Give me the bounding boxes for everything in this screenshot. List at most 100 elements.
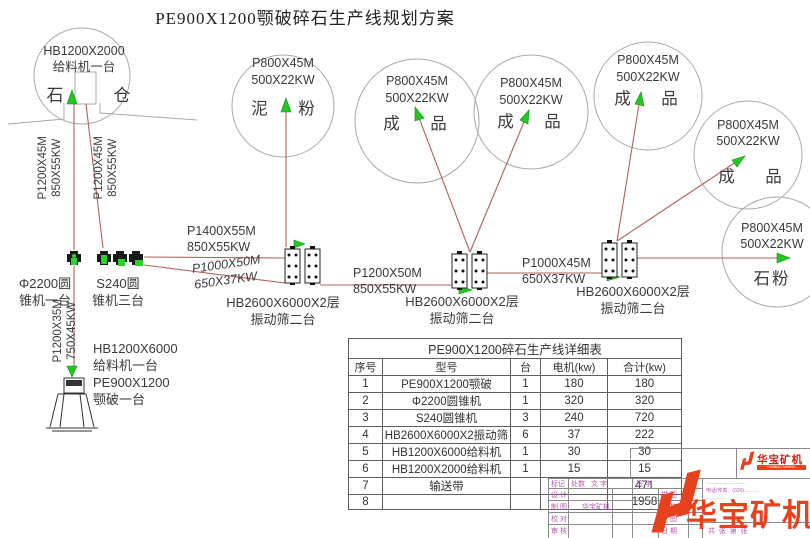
cell: 30 bbox=[606, 443, 683, 461]
circle1-product: 成 品 bbox=[383, 115, 447, 133]
vibrating-screen-symbol-2 bbox=[451, 251, 488, 290]
cone2-label: S240圆锥机三台 bbox=[91, 276, 145, 308]
titleblock-line bbox=[548, 512, 702, 513]
company-logo-name-small: 华宝矿机 bbox=[757, 454, 803, 466]
titleblock-line bbox=[612, 488, 613, 538]
cell: 30 bbox=[540, 443, 608, 461]
titleblock-sign-label: 签 字 bbox=[636, 481, 652, 488]
cell: HB1200X6000给料机 bbox=[382, 443, 511, 461]
cone-crusher-symbol bbox=[129, 251, 143, 266]
cell: HB2600X6000X2振动筛 bbox=[382, 426, 511, 444]
product-circle-1 bbox=[354, 58, 480, 184]
flow-lines bbox=[73, 91, 786, 367]
cell: 7 bbox=[348, 477, 383, 495]
cell: Φ2200圆锥机 bbox=[382, 392, 511, 410]
titleblock-line bbox=[630, 448, 631, 478]
arrow-into-product3-icon bbox=[634, 91, 645, 107]
cell: 1 bbox=[510, 392, 541, 410]
titleblock-line bbox=[568, 478, 569, 538]
titleblock-line bbox=[548, 500, 702, 501]
circle5-spec1: P800X45M bbox=[741, 221, 803, 235]
titleblock-design-label: 设 计 bbox=[551, 492, 567, 499]
titleblock-sheet-text: 共 张 第 张 bbox=[708, 528, 748, 535]
belt-label-bin-right: P1200X45M 850X55KW bbox=[93, 131, 121, 205]
circle-mud-product: 泥 粉 bbox=[251, 100, 315, 118]
titleblock-line bbox=[548, 488, 702, 489]
cell: PE900X1200颚破 bbox=[382, 375, 511, 393]
cell: 1 bbox=[348, 375, 383, 393]
cell: 6 bbox=[510, 426, 541, 444]
product-circle-stonepowder bbox=[721, 196, 810, 308]
arrow-into-product4-icon bbox=[731, 155, 746, 168]
bin-char-right: 仓 bbox=[113, 86, 131, 105]
titleblock-text-label: 文 字 bbox=[591, 481, 607, 488]
jaw-crusher-symbol bbox=[46, 377, 98, 432]
bin-feeder-label: 给料机一台 bbox=[52, 60, 116, 74]
cone-crusher-symbol bbox=[97, 251, 111, 265]
titleblock-line bbox=[702, 522, 810, 523]
arrow-into-product1-icon bbox=[414, 106, 425, 122]
titleblock-company: 华宝矿机 bbox=[582, 504, 610, 511]
titleblock-mark-label: 标记 bbox=[551, 481, 565, 488]
circle3-spec1: P800X45M bbox=[617, 53, 679, 67]
titleblock-line bbox=[702, 478, 703, 538]
col-header: 序号 bbox=[348, 358, 383, 376]
cell: 15 bbox=[540, 460, 608, 478]
titleblock-line bbox=[632, 478, 633, 538]
circle5-spec2: 500X22KW bbox=[740, 237, 804, 251]
titleblock-proof-label: 校 对 bbox=[551, 516, 567, 523]
circle4-product: 成 品 bbox=[718, 168, 782, 186]
belt-power: 850X55KW bbox=[51, 138, 63, 197]
circle2-spec1: P800X45M bbox=[500, 76, 562, 90]
cell: 240 bbox=[540, 409, 608, 427]
vibrating-screen-symbol-3 bbox=[601, 240, 638, 279]
cell: 180 bbox=[540, 375, 608, 393]
cell: 1 bbox=[510, 443, 541, 461]
product-circle-2 bbox=[473, 54, 589, 170]
cell: 2 bbox=[348, 392, 383, 410]
col-header: 型号 bbox=[382, 358, 511, 376]
cell: 1 bbox=[510, 460, 541, 478]
cell: 3 bbox=[348, 409, 383, 427]
col-header: 合计(kw) bbox=[606, 358, 683, 376]
cone-crusher-symbols bbox=[67, 251, 143, 266]
cell bbox=[382, 494, 511, 510]
col-header: 台 bbox=[510, 358, 541, 376]
circle4-spec2: 500X22KW bbox=[716, 134, 780, 148]
titleblock-draft-label: 制 图 bbox=[551, 504, 567, 511]
product-circle-mud bbox=[231, 54, 335, 158]
bin-ground-left bbox=[7, 103, 65, 125]
cell bbox=[510, 494, 541, 510]
circle-mud-spec2: 500X22KW bbox=[251, 73, 315, 87]
cell: 6 bbox=[348, 460, 383, 478]
titleblock-audit-label: 审 核 bbox=[551, 528, 567, 535]
bin-model-label: HB1200X2000 bbox=[43, 44, 125, 58]
cell: 320 bbox=[540, 392, 608, 410]
titleblock-line bbox=[548, 478, 549, 538]
cell: 320 bbox=[606, 392, 683, 410]
circle-mud-spec1: P800X45M bbox=[252, 56, 314, 70]
cell: 1 bbox=[510, 375, 541, 393]
drawing-title: PE900X1200颚破碎石生产线规划方案 bbox=[155, 9, 455, 28]
titleblock-line bbox=[736, 448, 737, 478]
titleblock-contact-line: …………………… bbox=[706, 480, 746, 486]
cell: 222 bbox=[606, 426, 683, 444]
cell: 5 bbox=[348, 443, 383, 461]
belt-spec: P1200X45M bbox=[37, 136, 50, 200]
arrow-into-jaw-icon bbox=[66, 365, 78, 378]
arrow-screen1-icon bbox=[293, 239, 306, 249]
circle1-spec2: 500X22KW bbox=[385, 91, 449, 105]
vibrating-screen-symbols bbox=[284, 240, 638, 290]
titleblock-date-label: 日 期 bbox=[661, 528, 677, 535]
stone-bin-circle bbox=[33, 27, 131, 125]
screen1-label: HB2600X6000X2层振动筛二台 bbox=[226, 295, 340, 327]
cone-crusher-symbol bbox=[67, 251, 81, 265]
